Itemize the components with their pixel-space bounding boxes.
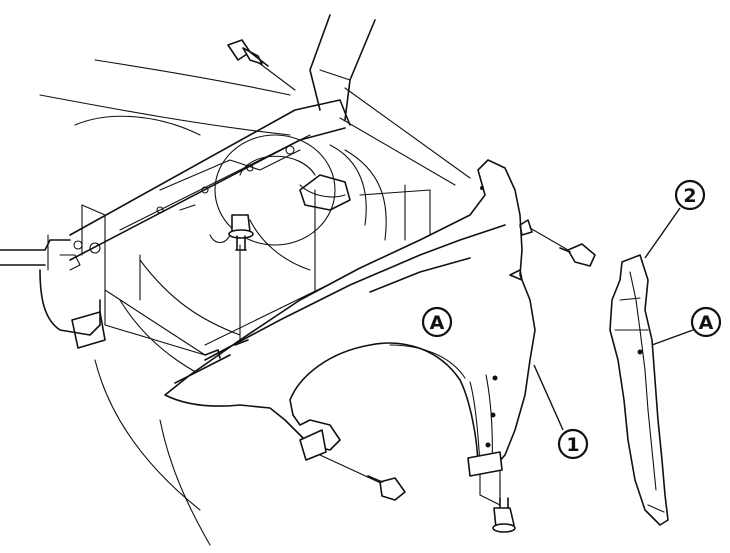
bolt-top: [227, 39, 269, 67]
callout-label-1: 1: [566, 434, 579, 456]
bolt-bottom-front: [367, 475, 406, 501]
front-fender-part-1: [164, 159, 536, 477]
callout-part-2: 2: [644, 179, 706, 259]
callout-detail-a-bracket: A: [651, 306, 722, 346]
bracket-part-2: [609, 254, 669, 526]
bolt-bottom-rear: [492, 497, 516, 533]
vehicle-body-structure: [0, 14, 387, 546]
callout-detail-a-fender: A: [421, 306, 453, 338]
callout-part-1: 1: [533, 364, 589, 460]
bolt-middle: [228, 214, 254, 251]
callout-label-2: 2: [683, 185, 696, 207]
bolt-right: [559, 243, 596, 267]
callout-label-a-fender: A: [430, 312, 445, 334]
callout-label-a-bracket: A: [699, 312, 714, 334]
